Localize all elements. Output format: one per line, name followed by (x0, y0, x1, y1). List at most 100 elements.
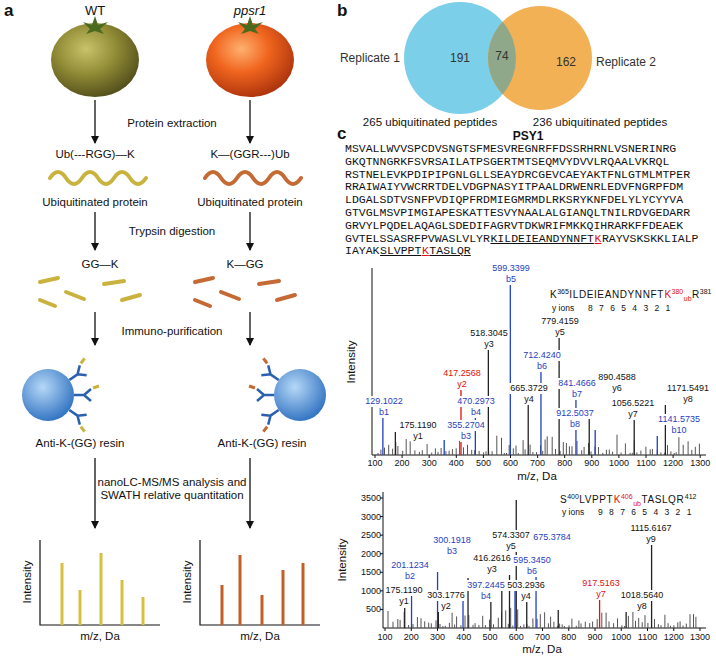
tick-label: 300 (422, 458, 437, 468)
noise-peak (690, 614, 691, 628)
noise-peak (530, 445, 531, 455)
peptide-annotation: 400 (567, 493, 579, 501)
peak-label: 599.3399 (491, 263, 531, 274)
axis-tick (385, 628, 386, 631)
tick-label: 500 (482, 632, 497, 642)
peptide-annotation: 381 (700, 288, 712, 296)
sample-label: ppsr1 (234, 4, 267, 19)
peak-label: 712.4240 (522, 350, 562, 361)
axis-tick (595, 628, 596, 631)
noise-peak (473, 625, 474, 628)
peak-label: y2 (440, 601, 452, 612)
step-label: K—GG (226, 258, 263, 271)
peak-label: b5 (505, 274, 517, 285)
tick-label: 800 (557, 458, 572, 468)
step-label: Intensity (345, 341, 358, 384)
peptide-annotation: R (692, 289, 699, 301)
noise-peak (459, 441, 460, 455)
peak-label: b4 (470, 407, 482, 418)
step-label: GG—K (81, 258, 118, 271)
noise-peak (406, 439, 407, 455)
peak-label: 675.3784 (532, 532, 572, 543)
tick-label: 1100 (636, 458, 655, 468)
tick-label: 2500 (361, 530, 381, 540)
sequence-line: GKQTNNGRKFSVRSAILATPSGERTMTSEQMVYDVVLRQA… (345, 156, 669, 169)
tick-label: 3000 (361, 512, 381, 522)
peak-label: 417.2568 (442, 368, 482, 379)
noise-peak (625, 443, 626, 455)
peak-label: y6 (611, 383, 623, 394)
tick-label: 1000 (611, 632, 631, 642)
noise-peak (661, 625, 662, 628)
ppsr1-tomato (206, 16, 294, 97)
noise-peak (523, 624, 524, 628)
peak-label: 300.1918 (432, 535, 472, 546)
peak-label: 890.4588 (597, 372, 637, 383)
step-label: Ubiquitinated protein (42, 196, 148, 209)
tick-label: 400 (449, 458, 464, 468)
sequence-line: RAYVSKSKKLIALP (602, 233, 699, 246)
noise-peak (581, 450, 582, 455)
sequence-line: SLVPPT (380, 245, 421, 258)
step-label: nanoLC-MS/MS analysis and SWATH relative… (97, 476, 247, 502)
noise-peak (597, 619, 598, 628)
ion-peak (599, 600, 600, 628)
noise-peak (452, 613, 453, 628)
noise-peak (617, 435, 618, 455)
protein-chain (50, 172, 146, 184)
spectrum-axes (372, 268, 706, 628)
noise-peak (555, 449, 556, 455)
noise-peak (465, 616, 466, 629)
noise-peak (393, 622, 394, 628)
axis-tick (568, 628, 569, 631)
noise-peak (482, 616, 483, 628)
ion-series-label: y ions (562, 508, 584, 518)
precursor-peak (558, 610, 559, 628)
noise-peak (545, 440, 546, 456)
peak-label: 303.1776 (426, 590, 466, 601)
peak-label: 470.2973 (456, 396, 496, 407)
step-label: m/z, Da (522, 643, 562, 656)
peak-label: b3 (460, 431, 472, 442)
tick-label: 700 (530, 458, 545, 468)
noise-peak (463, 447, 464, 455)
noise-peak (609, 621, 610, 628)
noise-peak (589, 623, 590, 628)
noise-peak (413, 624, 414, 628)
tick-label: 100 (367, 458, 382, 468)
noise-peak (581, 623, 582, 628)
peak-label: 665.3729 (509, 383, 549, 394)
axis-tick (700, 628, 701, 631)
peak-label: 917.5163 (581, 578, 621, 589)
sequence-line: GTVGLMSVPIMGIAPESKATTESVYNAALALGIANQLTNI… (345, 207, 690, 220)
ion-peak (634, 420, 635, 455)
noise-peak (609, 450, 610, 455)
sequence-line: RSTNELEVKPDIPIPGNLGLLSEAYDRCGEVCAEYAKTFN… (345, 169, 690, 182)
tick-label: 100 (377, 632, 392, 642)
noise-peak (606, 450, 607, 455)
ion-peak (462, 600, 463, 628)
peak-label: 779.4159 (540, 316, 580, 327)
tick-label: 900 (587, 632, 602, 642)
axis-tick (647, 628, 648, 631)
noise-peak (427, 444, 428, 455)
noise-peak (650, 449, 651, 455)
noise-peak (591, 451, 592, 455)
noise-peak (578, 621, 579, 629)
noise-peak (428, 623, 429, 628)
noise-peak (509, 445, 510, 455)
step-label: Anti-K-(GG) resin (36, 437, 125, 450)
noise-peak (501, 438, 502, 455)
sequence-line: MSVALLWVVSPCDVSNGTSFMESVREGNRFFDSSRHRNLV… (345, 143, 676, 156)
noise-peak (638, 618, 639, 628)
axis-tick (510, 455, 511, 458)
noise-peak (419, 452, 420, 455)
noise-peak (673, 625, 674, 628)
noise-peak (441, 448, 442, 455)
peak-label: 1056.5221 (611, 398, 656, 409)
axis-tick (429, 455, 430, 458)
noise-peak (577, 441, 578, 455)
axis-tick (673, 455, 674, 458)
noise-peak (504, 453, 505, 455)
